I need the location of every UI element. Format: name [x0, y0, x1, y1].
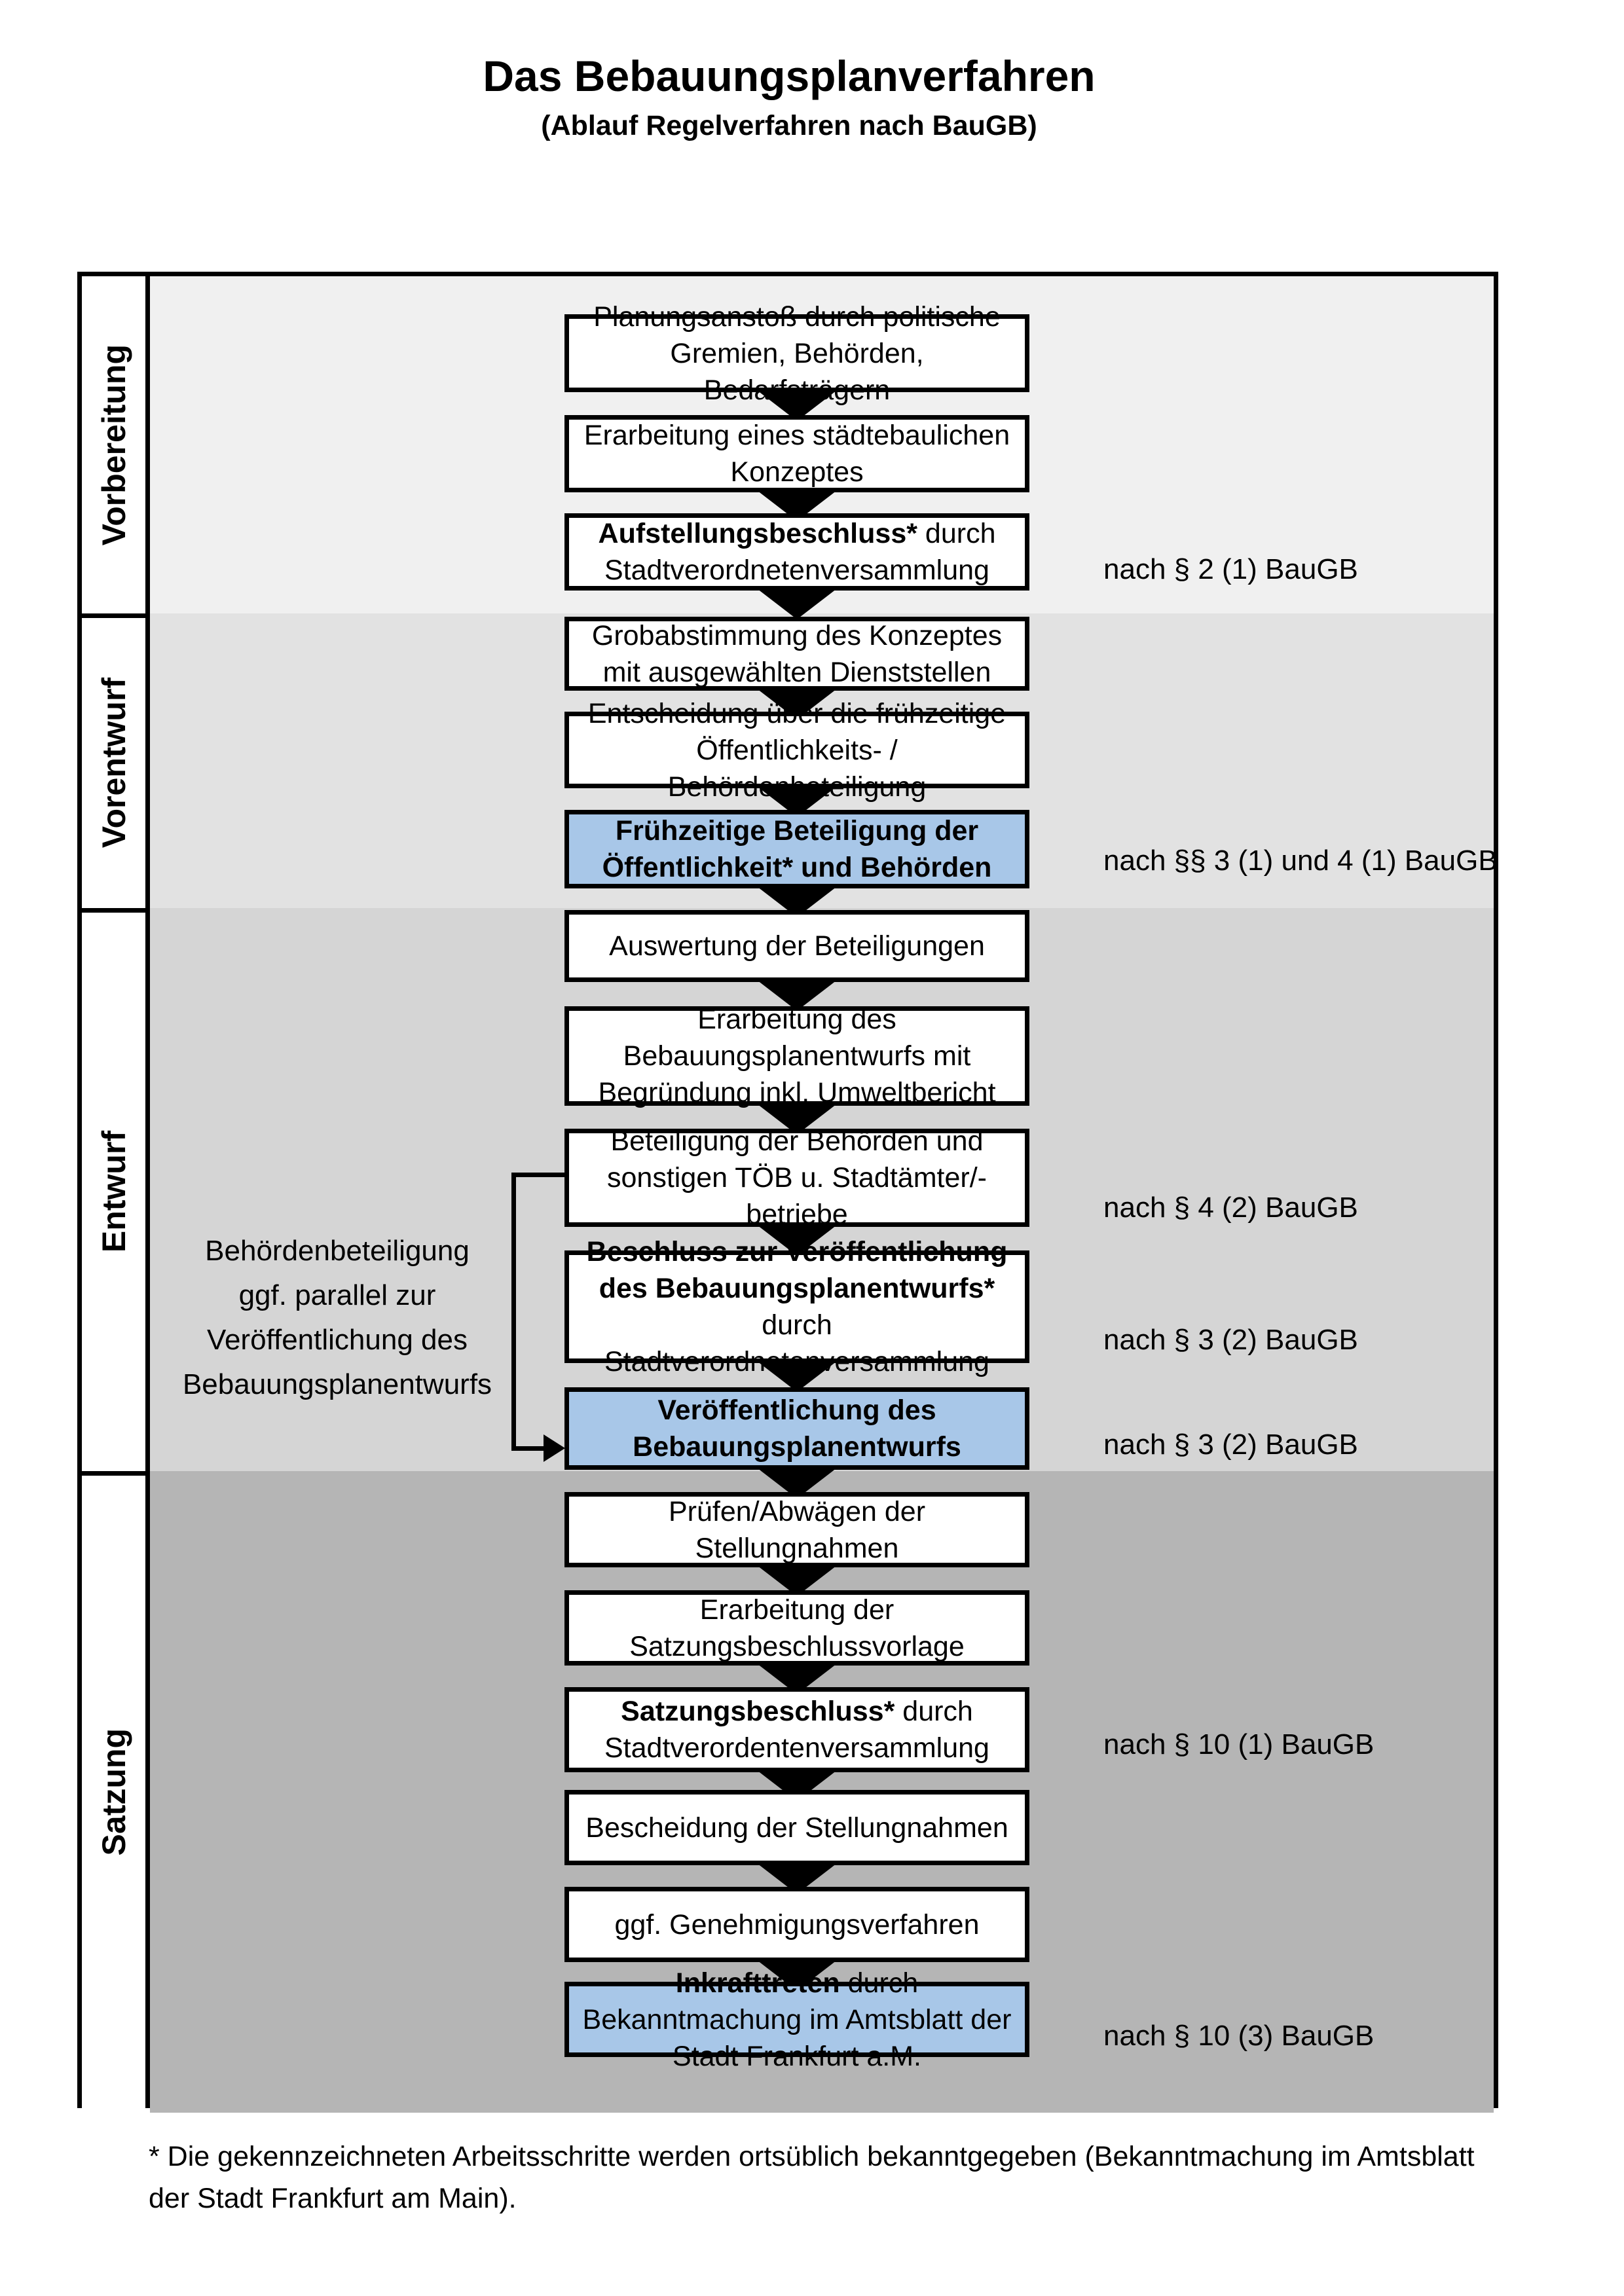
flow-box-entscheidung-beteiligung: Entscheidung über die frühzeitige Öffent…	[564, 698, 1029, 803]
flow-box-inkrafttreten: Inkrafttreten durch Bekanntmachung im Am…	[564, 1967, 1029, 2072]
down-arrow	[754, 1359, 840, 1392]
diagram-frame: Vorbereitung Vorentwurf Entwurf Satzung …	[77, 272, 1498, 2113]
down-arrow	[754, 1223, 840, 1256]
flow-box-planungsanstoss: Planungsanstoß durch politische Gremien,…	[564, 301, 1029, 406]
connector-line	[511, 1446, 547, 1451]
flow-box-konzept-erarbeitung: Erarbeitung eines städtebaulichen Konzep…	[564, 415, 1029, 492]
flow-box-aufstellungsbeschluss: Aufstellungsbeschluss* durch Stadtverord…	[564, 513, 1029, 591]
flow-box-bescheidung: Bescheidung der Stellungnahmen	[564, 1790, 1029, 1865]
law-ref-veroeffentlichungsbeschluss: nach § 3 (2) BauGB	[1103, 1324, 1358, 1356]
law-ref-aufstellungsbeschluss: nach § 2 (1) BauGB	[1103, 553, 1358, 585]
flow-box-fruehzeitige-beteiligung: Frühzeitige Beteiligung der Öffentlichke…	[564, 810, 1029, 888]
flow-box-veroeffentlichungsbeschluss: Beschluss zur Veröffentlichung des Bebau…	[564, 1236, 1029, 1377]
law-ref-fruehzeitige-beteiligung: nach §§ 3 (1) und 4 (1) BauGB	[1103, 845, 1498, 877]
phase-label-vorbereitung: Vorbereitung	[82, 276, 145, 613]
diagram-canvas: Vorbereitung Vorentwurf Entwurf Satzung …	[82, 276, 1498, 2113]
law-ref-inkrafttreten: nach § 10 (3) BauGB	[1103, 2020, 1375, 2052]
side-note-parallel-beteiligung: Behördenbeteiligung ggf. parallel zur Ve…	[182, 1235, 492, 1400]
connector-line	[511, 1173, 564, 1177]
flow-box-genehmigungsverfahren: ggf. Genehmigungsverfahren	[564, 1887, 1029, 1962]
down-arrow	[754, 587, 840, 619]
page-subtitle: (Ablauf Regelverfahren nach BauGB)	[541, 110, 1037, 141]
phase-label-vorentwurf: Vorentwurf	[82, 613, 145, 908]
phase-label-satzung: Satzung	[82, 1471, 145, 2108]
flow-box-behoerdenbeteiligung: Beteiligung der Behörden und sonstigen T…	[564, 1125, 1029, 1230]
flow-box-satzungsbeschluss: Satzungsbeschluss* durch Stadtverordente…	[564, 1687, 1029, 1772]
phase-label-entwurf: Entwurf	[82, 908, 145, 1471]
footnote: * Die gekennzeichneten Arbeitsschritte w…	[149, 2141, 1475, 2214]
flow-box-pruefen-abwaegen: Prüfen/Abwägen der Stellungnahmen	[564, 1492, 1029, 1567]
law-ref-satzungsbeschluss: nach § 10 (1) BauGB	[1103, 1728, 1375, 1760]
flow-box-satzungsvorlage: Erarbeitung der Satzungsbeschlussvorlage	[564, 1590, 1029, 1666]
law-ref-behoerdenbeteiligung: nach § 4 (2) BauGB	[1103, 1192, 1358, 1224]
page-title: Das Bebauungsplanverfahren	[483, 52, 1096, 100]
flow-box-auswertung: Auswertung der Beteiligungen	[564, 910, 1029, 982]
flow-box-entwurf-erarbeitung: Erarbeitung des Bebauungsplanentwurfs mi…	[564, 1004, 1029, 1108]
phase-label-column: Vorbereitung Vorentwurf Entwurf Satzung	[82, 276, 150, 2108]
down-arrow	[754, 978, 840, 1011]
law-ref-veroeffentlichung: nach § 3 (2) BauGB	[1103, 1429, 1358, 1461]
connector-line	[511, 1173, 516, 1451]
connector-arrowhead-icon	[544, 1434, 565, 1462]
flow-box-grobabstimmung: Grobabstimmung des Konzeptes mit ausgewä…	[564, 617, 1029, 691]
flow-box-veroeffentlichung: Veröffentlichung des Bebauungsplanentwur…	[564, 1387, 1029, 1470]
